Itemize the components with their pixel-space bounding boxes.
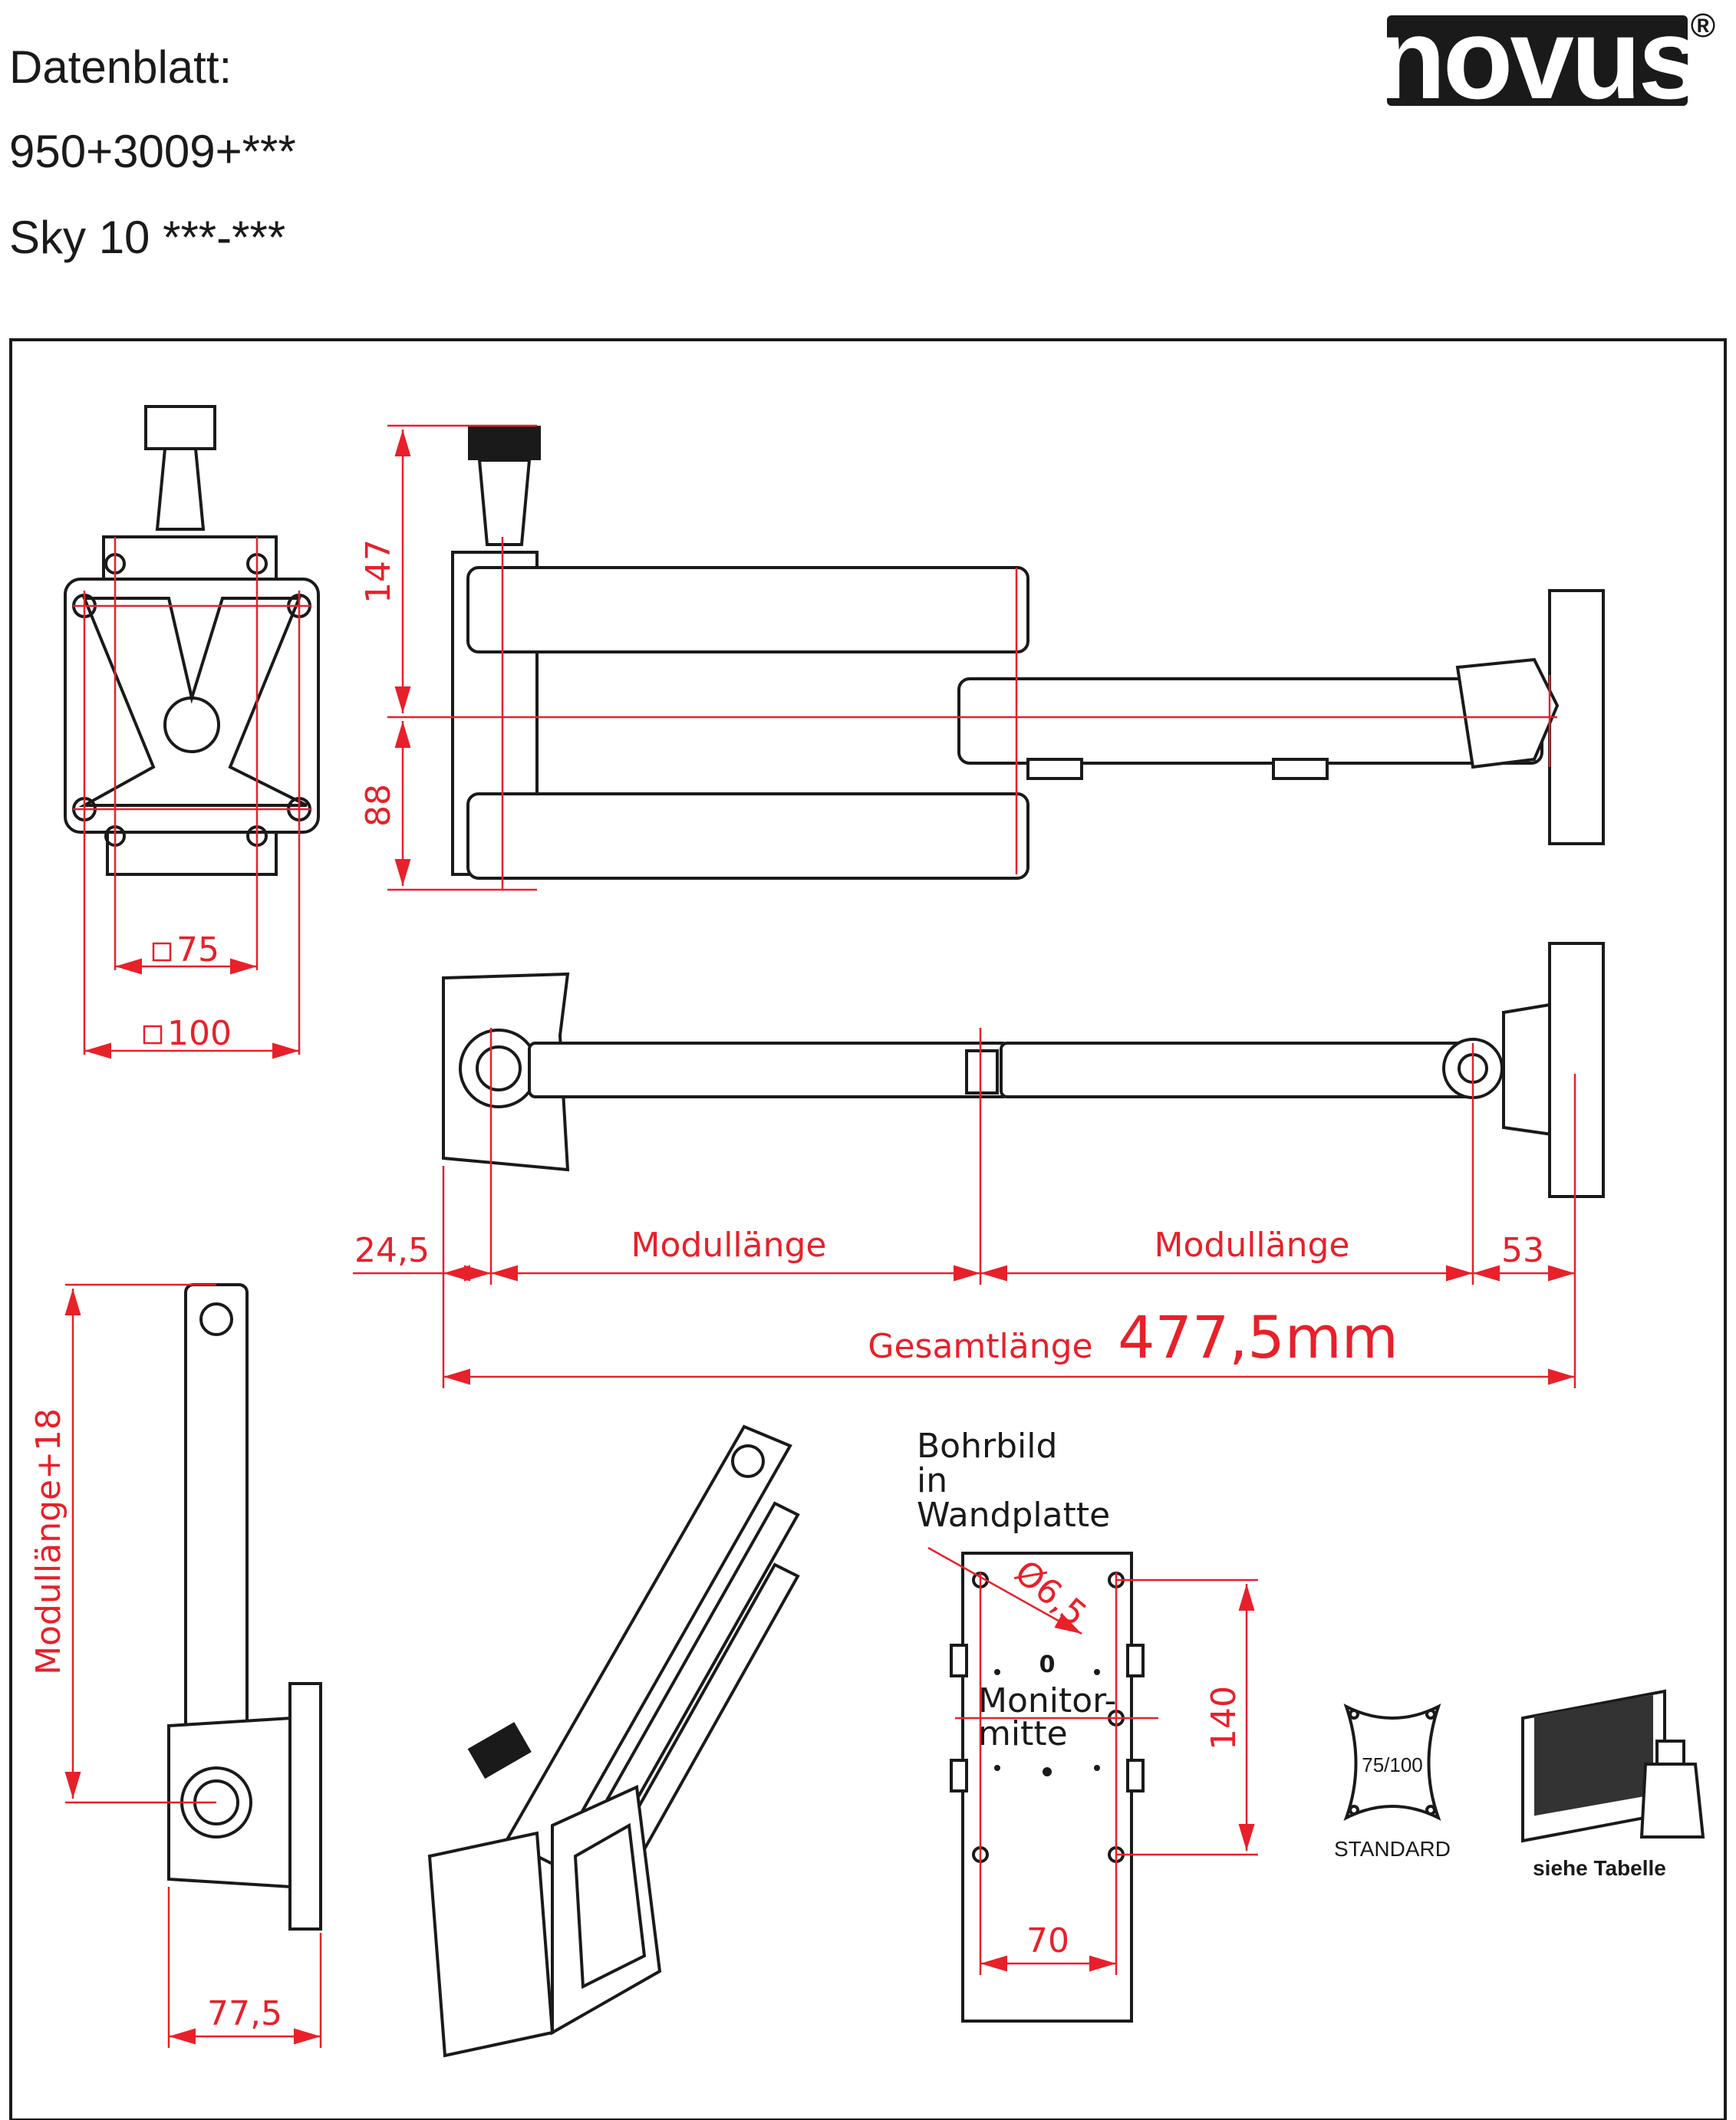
dim-gesamtlaenge-label: Gesamtlänge (868, 1327, 1092, 1366)
dim-modullaenge-1: Modullänge (631, 1226, 827, 1265)
dim-modullaenge-2: Modullänge (1155, 1226, 1350, 1265)
registered-mark: ® (1691, 7, 1715, 44)
side-view-arm: 147 88 (359, 424, 1605, 891)
dim-24-5: 24,5 (354, 1231, 430, 1270)
center-mark: 0 (1039, 1651, 1056, 1678)
weight-table-icon: siehe Tabelle (1521, 1689, 1705, 1880)
vertical-view-arm: Modullänge+18 77,5 (29, 1283, 322, 2048)
article-number: 950+3009+*** (9, 126, 296, 177)
monitor-mitte-2: mitte (978, 1714, 1068, 1753)
siehe-tabelle-label: siehe Tabelle (1533, 1856, 1666, 1880)
drill-pattern-view: Bohrbild in Wandplatte 0 Monitor- mitte … (917, 1427, 1258, 2023)
dim-vesa-100: 100 (167, 1014, 232, 1053)
perspective-view (427, 1424, 800, 2058)
logo-wordmark: novus (1381, 0, 1699, 115)
datasheet-title: Datenblatt: (9, 41, 232, 93)
standard-label: STANDARD (1334, 1837, 1451, 1861)
dim-140: 140 (1204, 1686, 1244, 1750)
top-view-arm: 24,5 Modullänge Modullänge 53 Gesamtläng… (353, 942, 1605, 1388)
novus-logo: novus ® (1381, 0, 1715, 115)
dim-77-5: 77,5 (207, 1994, 282, 2033)
bohrbild-title-3: Wandplatte (917, 1496, 1110, 1535)
bohrbild-title-2: in (917, 1461, 947, 1500)
monitor-mitte-1: Monitor- (978, 1681, 1116, 1720)
vesa-size-label: 75/100 (1362, 1753, 1423, 1776)
drawing-frame (9, 338, 1727, 2120)
dim-70: 70 (1026, 1921, 1069, 1960)
dim-53: 53 (1501, 1231, 1544, 1270)
dim-88: 88 (359, 784, 398, 827)
dim-147: 147 (359, 539, 398, 604)
product-name: Sky 10 ***-*** (9, 212, 286, 263)
dim-modullaenge-plus-18: Modullänge+18 (29, 1408, 68, 1675)
dim-vesa-75: 75 (176, 930, 219, 969)
bohrbild-title-1: Bohrbild (917, 1427, 1057, 1466)
vesa-standard-icon: 75/100 STANDARD (1334, 1704, 1451, 1861)
dim-gesamtlaenge-value: 477,5mm (1118, 1303, 1398, 1371)
front-view-wall-plate: 75 100 (64, 405, 320, 1059)
